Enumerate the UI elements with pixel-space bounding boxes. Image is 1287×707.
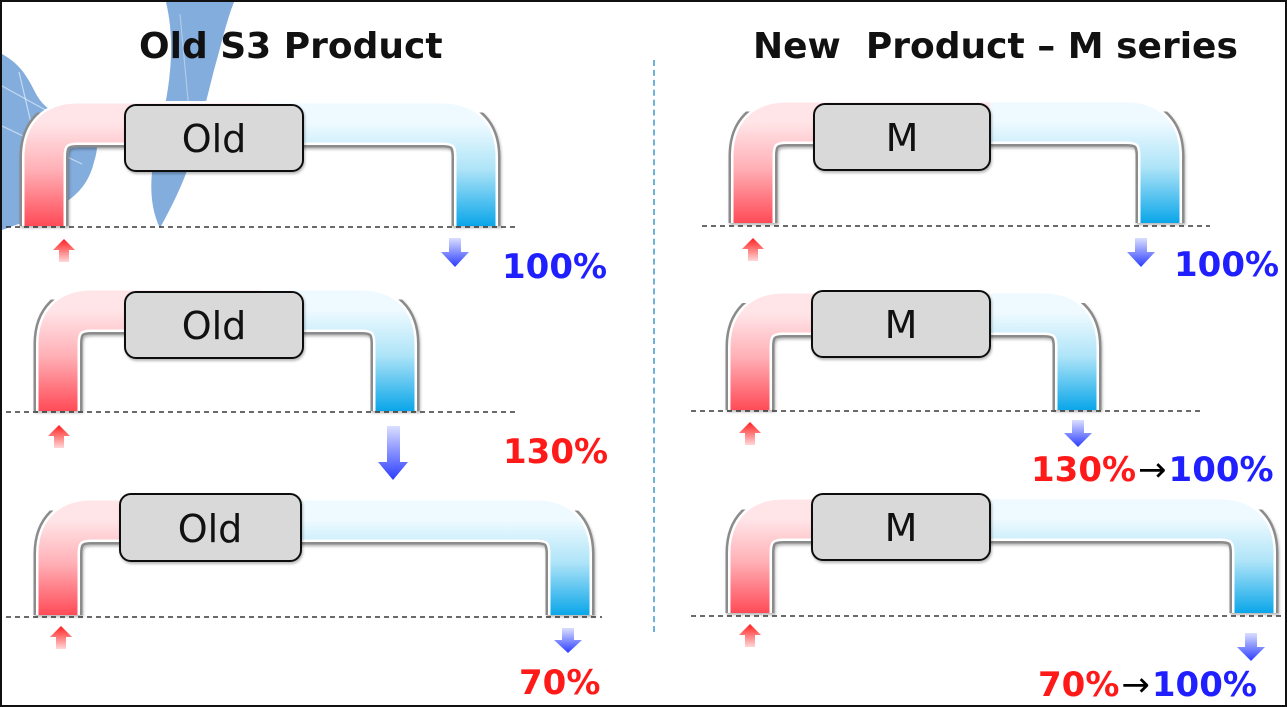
right-duct-row-3: M bbox=[691, 493, 1285, 661]
old-product-title: Old S3 Product bbox=[139, 26, 443, 67]
right-duct-row-2: M bbox=[691, 288, 1204, 447]
left-duct-row-1: Old bbox=[6, 98, 518, 267]
left-box-1 bbox=[124, 104, 304, 172]
right-outlet-arrow-2 bbox=[1064, 420, 1092, 447]
left-inlet-arrow-2 bbox=[48, 425, 70, 448]
left-box-2-label: Old bbox=[182, 304, 247, 348]
right-duct-row-1: M bbox=[702, 97, 1210, 267]
left-row-2-percent: 130% bbox=[503, 432, 609, 472]
left-inlet-arrow-1 bbox=[53, 239, 75, 262]
right-box-3 bbox=[811, 493, 991, 561]
right-row-3-to-percent: 100% bbox=[1151, 665, 1257, 705]
left-outlet-arrow-1 bbox=[441, 238, 469, 267]
left-box-2 bbox=[124, 291, 304, 359]
column-divider bbox=[653, 60, 655, 632]
left-duct-row-3: Old bbox=[6, 493, 602, 653]
left-duct-row-2: Old bbox=[6, 285, 518, 480]
right-row-3-arrow: → bbox=[1121, 665, 1150, 705]
left-outlet-arrow-3 bbox=[554, 628, 582, 653]
right-box-2-label: M bbox=[885, 303, 918, 347]
right-row-2-to-percent: 100% bbox=[1168, 450, 1274, 490]
right-inlet-arrow-1 bbox=[742, 238, 764, 261]
left-box-3-label: Old bbox=[178, 507, 243, 551]
left-row-1-percent: 100% bbox=[502, 247, 608, 287]
right-row-2-arrow: → bbox=[1138, 450, 1167, 490]
right-box-1-label: M bbox=[886, 116, 919, 160]
right-box-2 bbox=[811, 290, 991, 358]
right-outlet-arrow-3 bbox=[1237, 633, 1265, 661]
left-box-3 bbox=[119, 493, 302, 562]
right-row-1-percent: 100% bbox=[1174, 245, 1280, 285]
right-row-2-from-percent: 130% bbox=[1031, 450, 1137, 490]
left-inlet-arrow-3 bbox=[50, 626, 72, 649]
right-inlet-arrow-3 bbox=[739, 624, 761, 647]
left-box-1-label: Old bbox=[182, 117, 247, 161]
left-row-3-percent: 70% bbox=[519, 663, 601, 703]
left-outlet-arrow-2 bbox=[378, 426, 408, 480]
right-row-3-from-percent: 70% bbox=[1038, 665, 1120, 705]
right-box-3-label: M bbox=[885, 506, 918, 550]
new-product-title: New Product – M series bbox=[753, 26, 1238, 67]
right-box-1 bbox=[813, 103, 991, 171]
right-row-2-percent-change: 130%→100% bbox=[1031, 453, 1274, 487]
right-inlet-arrow-2 bbox=[739, 422, 761, 445]
right-row-3-percent-change: 70%→100% bbox=[1038, 668, 1257, 702]
right-outlet-arrow-1 bbox=[1127, 238, 1155, 267]
